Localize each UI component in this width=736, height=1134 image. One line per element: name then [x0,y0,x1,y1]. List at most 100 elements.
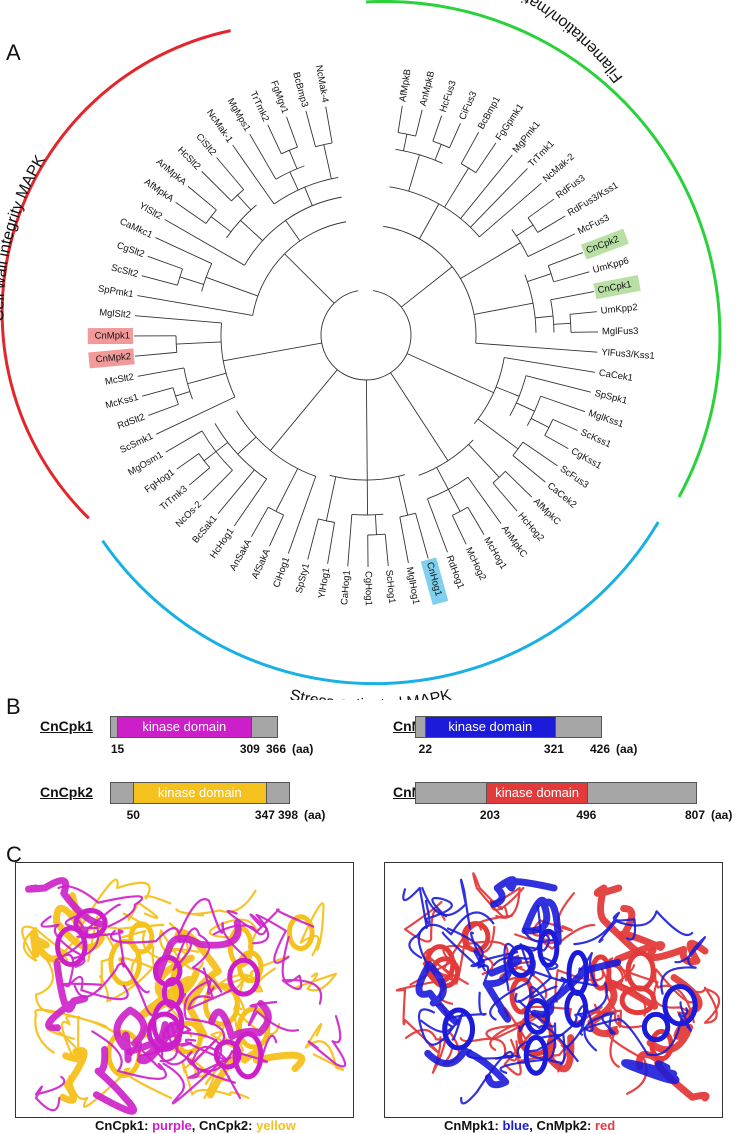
ribbon-segment [614,904,666,963]
leaf-label: CaMkc1 [118,216,154,241]
tree-branch [164,219,245,266]
caption-mpk1-color: blue [502,1118,530,1133]
tree-branch [432,140,450,149]
tree-branch [179,276,204,285]
ribbon-segment [489,956,536,1021]
tree-branch [460,154,513,219]
leaf-label: CnMpk1 [95,330,130,341]
tree-branch [289,171,299,191]
ribbon-segment [490,876,558,908]
leaf-label: ScHog1 [383,569,397,604]
ribbon-segment [559,951,598,987]
ribbon-segment [154,954,208,1039]
leaf-label: FgMgv1 [268,79,290,115]
tree-branch [432,115,443,142]
ribbon-segment [606,1026,648,1095]
leaf-label: CiHog1 [271,556,292,590]
ribbon-segment [408,911,495,959]
ribbon-segment [45,960,89,1032]
leaf-label: SpPmk1 [97,283,134,300]
leaf-label: McSlt2 [104,372,135,388]
tree-branch [467,477,502,524]
ribbon-segment [304,1022,344,1071]
tree-branch [201,170,232,202]
tree-branch [327,522,335,564]
tree-branch [252,221,347,316]
leaf-label: MglHog1 [404,566,422,605]
tree-branch [477,418,519,450]
ribbon-segment [494,1033,566,1065]
tree-branch [237,194,252,211]
tree-branch [505,471,533,498]
structure-overlay-mpk [384,862,723,1118]
residue-total: 398 [278,808,299,822]
tree-branch [398,476,409,516]
ribbon-segment [57,885,144,928]
leaf-label: NcMak-4 [313,64,330,103]
helix [442,1007,476,1051]
leaf-label: TrTmk2 [247,90,271,124]
residue-total: 807 [685,808,706,822]
caption-mpk: CnMpk1: blue, CnMpk2: red [444,1118,615,1133]
tree-branch [399,516,409,564]
protein-bar: kinase domain [110,716,278,738]
helix [625,950,656,992]
tree-branch [233,478,267,527]
leaf-highlight [88,348,135,369]
tree-branch [468,444,500,478]
tree-branch [415,513,429,559]
structure-overlay-cpk [15,862,354,1118]
helix [227,957,261,997]
residue-end: 347 [254,808,275,822]
leaf-highlight [420,557,449,606]
tree-branch [285,220,301,242]
tree-branch [527,273,552,283]
ribbon-segment [417,1008,464,1046]
leaf-highlight [87,327,134,345]
tree-branch [217,469,255,515]
tree-branch [251,506,269,537]
ribbon-segment [109,927,192,971]
kinase-domain: kinase domain [424,716,556,738]
ribbon-segment [212,913,268,936]
leaf-label: SpSpk1 [593,388,628,407]
residue-unit: (aa) [711,808,733,822]
tree-branch [473,357,505,425]
tree-branch [516,402,535,412]
ribbon-segment [593,884,642,956]
tree-branch [460,131,480,164]
tree-branch [525,375,591,393]
residue-start: 203 [479,808,500,822]
tree-branch [156,396,236,435]
tree-branch [175,202,207,224]
caption-mpk1-label: CnMpk1: [444,1118,503,1133]
ribbon-segment [184,1038,229,1066]
tree-branch [286,116,298,148]
residue-total: 366 [266,742,287,756]
tree-branch [374,514,377,535]
ribbon-segment [64,915,100,960]
tree-branch [205,209,217,224]
tree-branch [201,263,213,292]
residue-start: 15 [110,742,125,756]
clade-label-filamentation: Filamentation/mating MAPK [459,0,626,86]
tree-branch [492,482,518,512]
tree-branch [406,353,494,394]
ribbon-segment [159,1021,192,1063]
leaf-label: HcSlt2 [175,145,203,173]
leaf-label: HcHog2 [515,511,546,544]
tree-branch [548,252,584,267]
leaf-label: McFus3 [576,212,611,237]
ribbon-segment [91,1030,168,1080]
tree-branch [137,367,185,377]
ribbon-segment [54,903,121,984]
ribbon-segment [65,1015,133,1045]
leaf-label: ScKss1 [579,427,613,450]
leaf-label: YlSlt2 [137,200,164,222]
caption-mpk2-label: CnMpk2: [536,1118,595,1133]
residue-start: 50 [126,808,140,822]
tree-branch [449,122,461,148]
leaf-label: RdFus3 [554,173,587,201]
tree-branch [176,341,222,345]
leaf-label: CaCek1 [598,368,634,384]
